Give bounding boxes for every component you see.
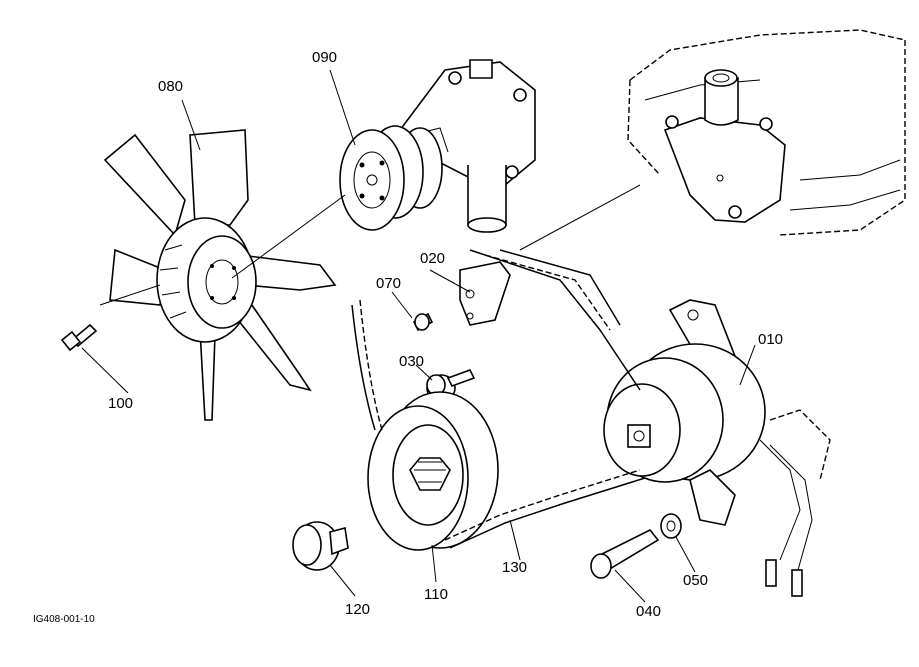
callout-110: 110 — [424, 586, 448, 603]
alternator — [603, 299, 831, 597]
callout-020: 020 — [420, 250, 445, 267]
callout-050: 050 — [683, 572, 708, 589]
water-pump-pulley — [339, 125, 443, 231]
cooling-fan — [103, 129, 337, 421]
callout-120: 120 — [345, 601, 370, 618]
bolt-040 — [590, 528, 660, 579]
washer-050 — [660, 513, 682, 539]
callout-080: 080 — [158, 78, 183, 95]
v-belt — [351, 249, 646, 549]
callout-090: 090 — [312, 49, 337, 66]
crankshaft-pulley — [367, 391, 499, 551]
bolt-100 — [60, 323, 98, 352]
callout-030: 030 — [399, 353, 424, 370]
callout-070: 070 — [376, 275, 401, 292]
callout-100: 100 — [108, 395, 133, 412]
callout-010: 010 — [758, 331, 783, 348]
callout-130: 130 — [502, 559, 527, 576]
drawing-code: IG408-001-10 — [33, 614, 95, 625]
engine-block — [627, 29, 906, 236]
bolt-120 — [292, 521, 349, 571]
leader-lines — [81, 69, 756, 603]
callout-040: 040 — [636, 603, 661, 620]
alternator-bracket — [459, 261, 511, 326]
bolt-070 — [412, 312, 434, 332]
